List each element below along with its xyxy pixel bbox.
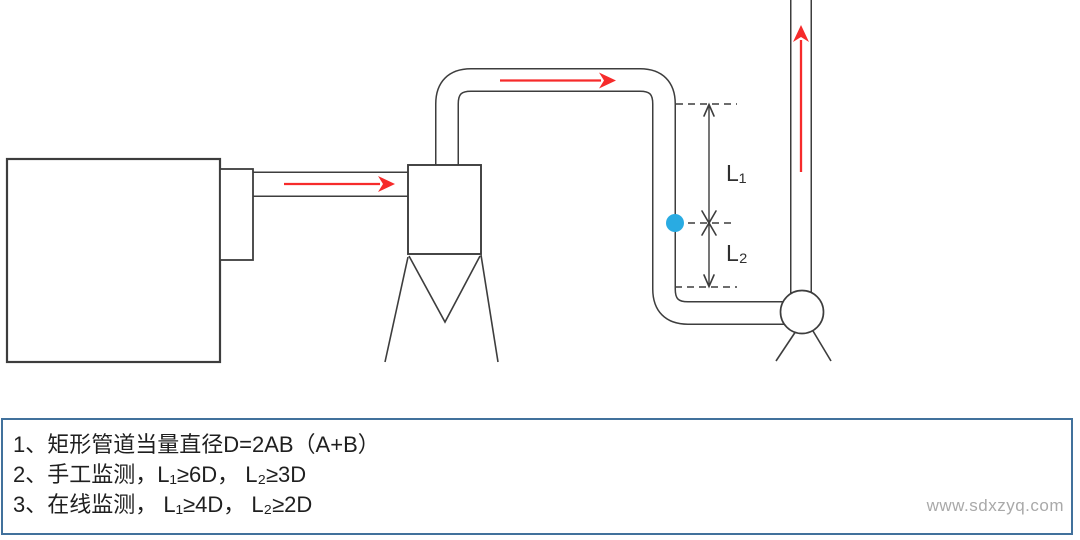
dimension-arrow-up-icon <box>703 102 715 117</box>
dust-collector-hopper <box>408 255 481 324</box>
flow-arrow-inlet-head-icon <box>378 176 395 192</box>
watermark: www.sdxzyq.com <box>926 496 1064 515</box>
furnace-outlet-flange <box>219 168 254 261</box>
main-duct-bore <box>436 69 802 324</box>
note-line-1: 1、矩形管道当量直径D=2AB（A+B） <box>13 432 380 457</box>
fan-leg-right <box>812 330 832 362</box>
process-flow-diagram: L₁ L₂ <box>5 0 832 364</box>
dust-collector-body <box>407 164 482 255</box>
flow-arrow-stack-head-icon <box>793 25 809 42</box>
main-duct-outline <box>435 68 802 325</box>
flow-arrow-top-head-icon <box>599 72 616 89</box>
fan-leg-left <box>775 330 797 362</box>
label-l2: L₂ <box>726 240 748 266</box>
dust-collector-leg-left <box>384 256 409 363</box>
dust-collector-leg-right <box>480 254 499 363</box>
label-l1: L₁ <box>726 160 747 186</box>
dimension-arrow-down-icon <box>703 274 715 289</box>
sampling-point-marker <box>666 214 684 232</box>
furnace-body <box>5 157 222 364</box>
dimension-arrow-mid-up-icon <box>701 221 717 236</box>
note-line-3: 3、在线监测， L₁≥4D， L₂≥2D <box>13 492 313 517</box>
notes-panel: 1、矩形管道当量直径D=2AB（A+B） 2、手工监测，L₁≥6D， L₂≥3D… <box>1 418 1073 535</box>
note-line-2: 2、手工监测，L₁≥6D， L₂≥3D <box>13 462 307 487</box>
fan-circle <box>779 289 825 335</box>
